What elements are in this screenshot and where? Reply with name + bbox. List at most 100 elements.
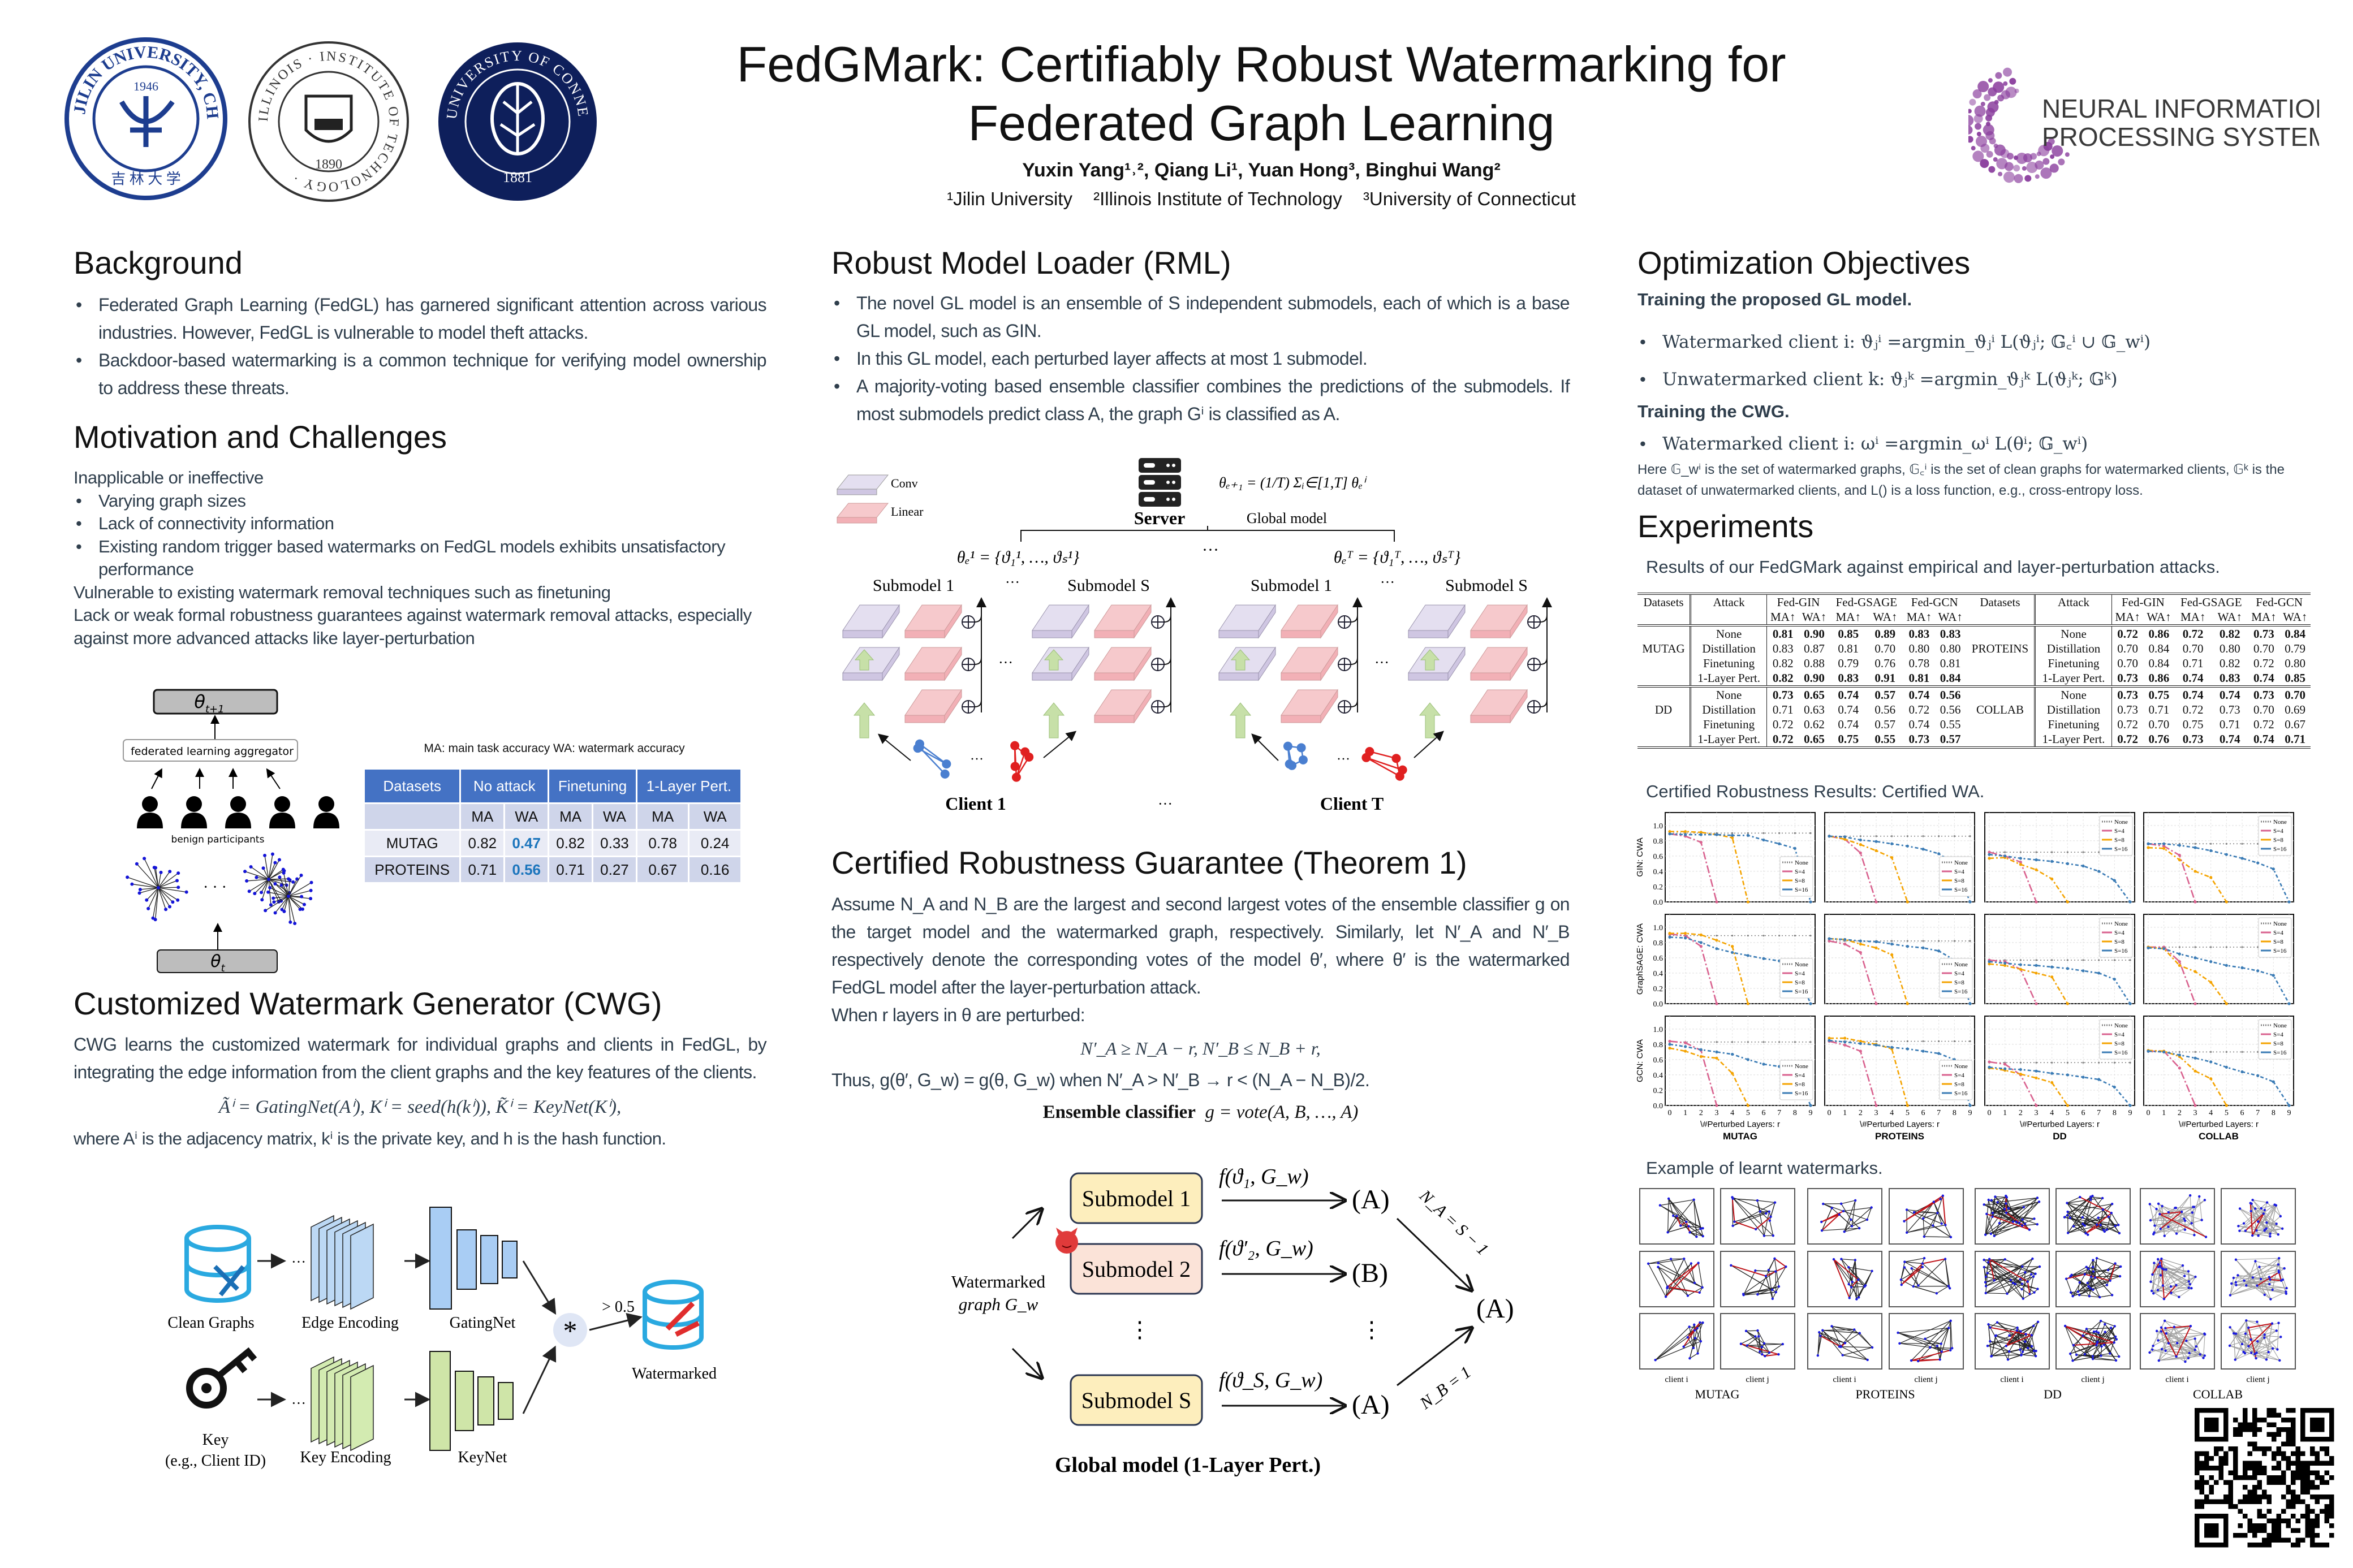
qr-module (2324, 1518, 2329, 1523)
graph-edge (2245, 1333, 2251, 1340)
graph-edge (2233, 1333, 2236, 1360)
graph-node (1684, 1220, 1688, 1224)
qr-module (2291, 1408, 2296, 1413)
graph-edge (2021, 1350, 2035, 1356)
graph-node (1989, 1232, 1993, 1236)
cell: MUTAG (365, 831, 460, 856)
graph-node (2265, 1201, 2269, 1204)
graph-edge (1852, 1281, 1866, 1286)
x-tick-label: 0 (2147, 1109, 2151, 1117)
graph-edge (1833, 1259, 1852, 1288)
graph-edge (2229, 1320, 2247, 1346)
graph-node (1699, 1228, 1702, 1230)
graph-node (2082, 1334, 2084, 1337)
qr-module (2281, 1470, 2286, 1475)
qr-code[interactable] (2195, 1408, 2336, 1552)
dataset-cell (1637, 656, 1691, 671)
data-point (1875, 1040, 1877, 1043)
data-point (2051, 1061, 2053, 1064)
qr-module (2257, 1427, 2262, 1432)
graph-edge (1743, 1286, 1779, 1295)
affiliations: ¹Jilin University ²Illinois Institute of… (622, 188, 1901, 210)
graph-edge (1906, 1202, 1934, 1233)
qr-module (2291, 1499, 2296, 1504)
graph-node (2097, 1331, 2100, 1334)
person-icon (142, 796, 158, 812)
graph-edge (1769, 1220, 1774, 1236)
svg-text:f(ϑ′₂, G_w): f(ϑ′₂, G_w) (1219, 1237, 1313, 1260)
data-point (2066, 967, 2069, 970)
data-point (2178, 853, 2181, 857)
qr-module (2266, 1408, 2272, 1413)
data-point (1843, 1036, 1847, 1040)
legend-label: S=8 (1795, 979, 1805, 986)
value-cell: 0.83 (1838, 671, 1859, 685)
svg-text:θₑ¹ = {ϑ₁¹, …, ϑₛ¹}: θₑ¹ = {ϑ₁¹, …, ϑₛ¹} (957, 548, 1080, 567)
graph-node (2191, 1211, 2194, 1214)
value-cell: 0.70 (2148, 718, 2170, 731)
qr-module (2295, 1475, 2300, 1480)
graph-edge (2098, 1332, 2117, 1361)
qr-module (2295, 1518, 2300, 1523)
data-point (1906, 844, 1909, 848)
watermark-edge (2175, 1325, 2191, 1357)
graph-edge (2096, 1224, 2104, 1230)
graph-node (2092, 1330, 2096, 1333)
qr-module (2233, 1446, 2238, 1452)
logo-dot (1988, 87, 1997, 97)
graph-edge (2174, 1327, 2186, 1362)
graph-node (2032, 1324, 2035, 1327)
submodel-S-box (1070, 1374, 1203, 1426)
graph-edge (1365, 757, 1400, 777)
qr-module (2257, 1528, 2262, 1533)
series-line-s8 (2148, 846, 2227, 902)
graph-edge (2153, 1276, 2196, 1294)
graph-edge (2151, 1265, 2161, 1291)
graph-node (1686, 1336, 1689, 1339)
edge (139, 887, 159, 893)
graph-edge (2158, 1340, 2205, 1357)
legend-label: S=4 (1954, 869, 1964, 875)
graph-node (2279, 1215, 2282, 1218)
data-point (2066, 851, 2068, 853)
data-point (1778, 1041, 1781, 1043)
svg-text:θₑᵀ = {ϑ₁ᵀ, …, ϑₛᵀ}: θₑᵀ = {ϑ₁ᵀ, …, ϑₛᵀ} (1334, 548, 1460, 567)
graph-edge (1831, 1325, 1860, 1334)
data-point (1937, 949, 1941, 953)
graph-node (2118, 1232, 2121, 1235)
graph-edge (2022, 1289, 2030, 1294)
logo-dot (2013, 165, 2020, 172)
qr-module (2252, 1543, 2257, 1548)
graph-node (2031, 1257, 2034, 1260)
graph-edge (2150, 1206, 2193, 1221)
graph-node (2034, 1355, 2037, 1358)
data-point (1716, 935, 1718, 937)
value-cell: 0.88 (1804, 656, 1825, 670)
qr-module (2305, 1466, 2310, 1471)
graph-node (2247, 1345, 2250, 1348)
data-point (1746, 954, 1749, 957)
legend (2099, 917, 2133, 958)
graph-edge (1997, 1322, 2018, 1328)
linear-layer-block (1134, 689, 1152, 724)
graph-node (2110, 1212, 2113, 1215)
graph-node (1986, 1272, 1989, 1275)
graph-edge (1851, 1219, 1868, 1227)
graph-edge (2024, 1325, 2034, 1342)
qr-module (2291, 1441, 2296, 1446)
legend-label: S=16 (1795, 1090, 1808, 1097)
qr-finder (2204, 1523, 2219, 1538)
graph-node (2165, 1332, 2167, 1335)
graph-edge (1665, 1263, 1692, 1297)
poster-title: FedGMark: Certifiably Robust Watermarkin… (622, 35, 1901, 153)
graph-edge (1989, 1259, 2036, 1275)
dataset-cell (1966, 671, 2035, 686)
graph-node (2187, 1270, 2190, 1273)
table-row: MUTAG 0.82 0.47 0.82 0.33 0.78 0.24 (365, 831, 740, 856)
linear-layer-block (1470, 672, 1511, 681)
key-encoding-icon: ··· (291, 1356, 374, 1452)
qr-module (2262, 1537, 2267, 1543)
qr-module (2257, 1446, 2262, 1452)
graph-node (1841, 1354, 1844, 1357)
